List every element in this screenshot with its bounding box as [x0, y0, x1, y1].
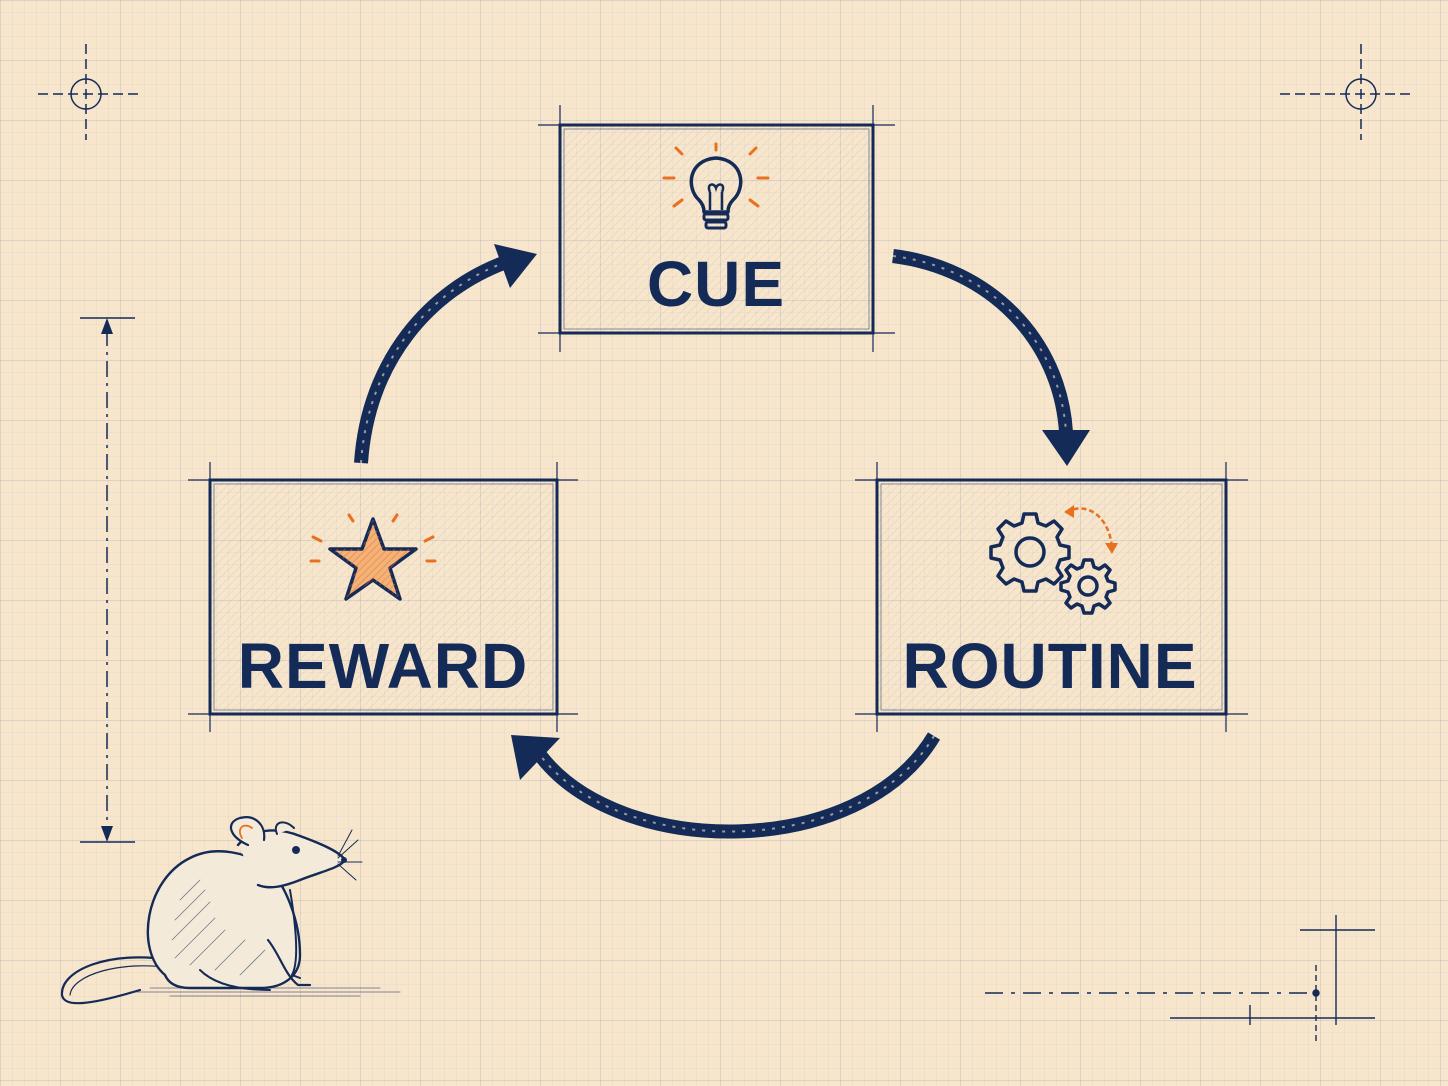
- cue-label: CUE: [647, 248, 785, 320]
- reward-label: REWARD: [238, 630, 528, 702]
- crosshair-top-left: [38, 44, 142, 140]
- routine-node: ROUTINE: [855, 462, 1248, 732]
- arrow-cue-to-routine: [892, 249, 1090, 466]
- reward-node: REWARD: [188, 462, 578, 732]
- star-icon: [309, 513, 437, 601]
- routine-label: ROUTINE: [903, 630, 1198, 702]
- construction-lines-bottom-right: [985, 915, 1375, 1045]
- arrow-reward-to-cue: [354, 244, 537, 464]
- rat-illustration: [60, 816, 401, 1005]
- cue-node: CUE: [538, 105, 895, 352]
- crosshair-top-right: [1280, 44, 1410, 140]
- dimension-line-left: [80, 317, 135, 843]
- lightbulb-icon: [662, 142, 770, 230]
- gears-icon: [989, 505, 1118, 615]
- arrow-routine-to-reward: [511, 732, 941, 839]
